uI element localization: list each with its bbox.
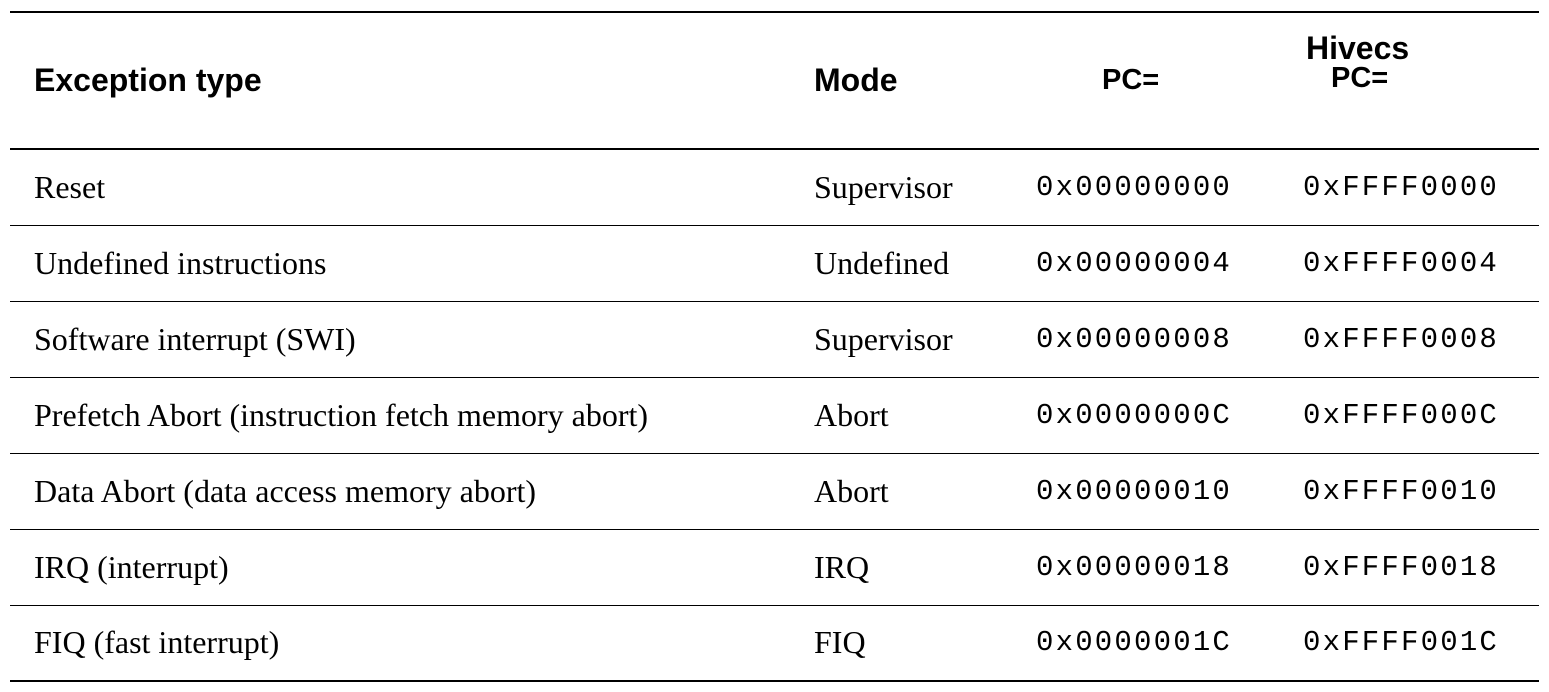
header-exception-type: Exception type — [34, 62, 262, 98]
table-row: Reset Supervisor 0x00000000 0xFFFF0000 — [10, 149, 1539, 225]
cell-pc: 0x0000000C — [1036, 398, 1233, 432]
cell-exception: Prefetch Abort (instruction fetch memory… — [34, 396, 649, 433]
table-row: Undefined instructions Undefined 0x00000… — [10, 225, 1539, 301]
cell-pc: 0x00000018 — [1036, 550, 1233, 584]
header-hivecs-line1: Hivecs — [1306, 29, 1410, 66]
cell-pc: 0x00000000 — [1036, 170, 1233, 204]
exception-vector-table: Exception type Mode PC= Hivecs PC= Reset… — [10, 11, 1539, 682]
table-row: IRQ (interrupt) IRQ 0x00000018 0xFFFF001… — [10, 529, 1539, 605]
cell-hivecs-pc: 0xFFFF0018 — [1303, 550, 1500, 584]
cell-mode: Abort — [814, 396, 889, 433]
exception-vector-table-container: Exception type Mode PC= Hivecs PC= Reset… — [10, 11, 1539, 682]
cell-pc: 0x0000001C — [1036, 626, 1233, 660]
header-hivecs-line2: PC= — [1331, 61, 1389, 94]
header-pc: PC= — [1102, 64, 1160, 96]
cell-exception: IRQ (interrupt) — [34, 548, 229, 585]
cell-hivecs-pc: 0xFFFF0010 — [1303, 474, 1500, 508]
cell-hivecs-pc: 0xFFFF0008 — [1303, 322, 1500, 356]
cell-mode: Abort — [814, 472, 889, 509]
cell-exception: FIQ (fast interrupt) — [34, 624, 280, 661]
cell-mode: IRQ — [814, 548, 870, 585]
cell-hivecs-pc: 0xFFFF0000 — [1303, 170, 1500, 204]
cell-mode: Supervisor — [814, 320, 953, 357]
cell-hivecs-pc: 0xFFFF000C — [1303, 398, 1500, 432]
cell-exception: Reset — [34, 168, 106, 205]
cell-pc: 0x00000004 — [1036, 246, 1233, 280]
cell-hivecs-pc: 0xFFFF0004 — [1303, 246, 1500, 280]
header-hivecs-pc: Hivecs PC= — [1277, 12, 1539, 149]
table-row: Software interrupt (SWI) Supervisor 0x00… — [10, 301, 1539, 377]
cell-hivecs-pc: 0xFFFF001C — [1303, 626, 1500, 660]
table-row: FIQ (fast interrupt) FIQ 0x0000001C 0xFF… — [10, 605, 1539, 681]
cell-pc: 0x00000008 — [1036, 322, 1233, 356]
table-body: Reset Supervisor 0x00000000 0xFFFF0000 U… — [10, 149, 1539, 681]
cell-pc: 0x00000010 — [1036, 474, 1233, 508]
cell-mode: Supervisor — [814, 168, 953, 205]
table-header: Exception type Mode PC= Hivecs PC= — [10, 12, 1539, 149]
table-row: Prefetch Abort (instruction fetch memory… — [10, 377, 1539, 453]
cell-mode: Undefined — [814, 244, 950, 281]
table-row: Data Abort (data access memory abort) Ab… — [10, 453, 1539, 529]
header-row: Exception type Mode PC= Hivecs PC= — [10, 12, 1539, 149]
header-mode: Mode — [814, 62, 898, 98]
cell-exception: Data Abort (data access memory abort) — [34, 472, 537, 509]
cell-mode: FIQ — [814, 624, 866, 661]
cell-exception: Undefined instructions — [34, 244, 327, 281]
cell-exception: Software interrupt (SWI) — [34, 320, 356, 357]
